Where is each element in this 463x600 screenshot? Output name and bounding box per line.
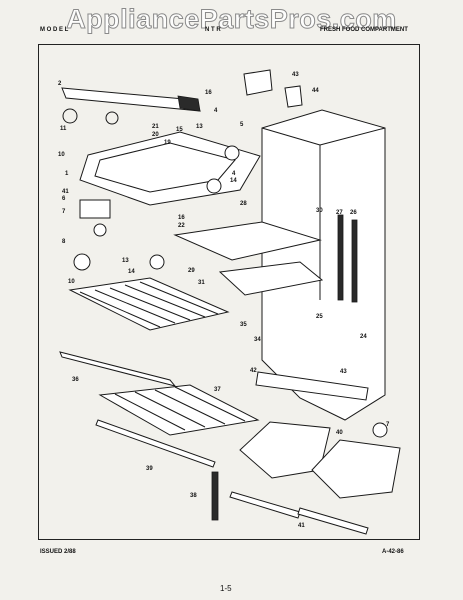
callout-12: 11 [60,126,67,132]
callout-27: 27 [336,210,343,216]
callout-1: 1 [65,171,69,177]
part-crisper-drawers [239,421,401,499]
part-knob [73,253,91,271]
callout-41: 42 [250,368,257,374]
callout-28: 28 [240,201,247,207]
issued-date: ISSUED 2/88 [40,549,76,555]
part-rod [211,471,219,521]
diagram-code: A-42-86 [382,549,404,555]
part-bracket [243,69,273,96]
callout-7b: 7 [386,422,390,428]
callout-32: 34 [254,337,261,343]
part-dial [149,254,165,270]
callout-36: 38 [190,493,197,499]
callout-8: 8 [62,239,66,245]
callout-19: 16 [178,215,185,221]
callout-22: 21 [152,124,159,130]
part-cover-strip [229,491,301,519]
callout-4b: 4 [232,171,236,177]
callout-14: 14 [128,269,135,275]
callout-40: 41 [62,189,69,195]
callout-11: 10 [58,152,65,158]
callout-6: 6 [62,196,66,202]
part-shelf-wire-left [68,277,230,331]
callout-4: 4 [214,108,218,114]
callout-33: 35 [240,322,247,328]
watermark-text: AppliancePartsPros.com [66,4,397,34]
callout-23: 22 [178,223,185,229]
part-cabinet [261,109,386,421]
part-control [93,223,107,237]
diagram-frame [38,44,420,540]
part-crisper-tray [218,261,324,296]
callout-31: 31 [198,280,205,286]
callout-5: 5 [240,122,244,128]
callout-39: 41 [298,523,305,529]
part-leveler [372,422,388,438]
part-fan [224,145,240,161]
callout-29: 29 [188,268,195,274]
part-motor [206,178,222,194]
callout-26: 26 [350,210,357,216]
header-title-left: N T R [205,27,221,33]
callout-34: 36 [72,377,79,383]
header-title-right: FRESH FOOD COMPARTMENT [320,27,408,33]
model-label: M O D E L [40,27,69,33]
callout-21: 20 [152,132,159,138]
callout-37: 39 [146,466,153,472]
callout-3: 16 [205,90,212,96]
callout-42: 43 [340,369,347,375]
callout-35: 37 [214,387,221,393]
part-hinge [284,85,303,108]
part-shelf-frame [95,419,216,468]
callout-43: 43 [292,72,299,78]
part-shelf-upper [173,221,322,261]
callout-13: 13 [122,258,129,264]
callout-38: 40 [336,430,343,436]
callout-10: 10 [68,279,75,285]
callout-24: 24 [360,334,367,340]
callout-17: 15 [176,127,183,133]
part-switch-box [79,199,111,219]
part-grille [255,371,369,401]
part-cover-strip-2 [297,507,369,535]
callout-25: 25 [316,314,323,320]
callout-20: 19 [164,140,171,146]
callout-30: 30 [316,208,323,214]
part-shelf-glass [98,384,260,436]
callout-16: 14 [230,178,237,184]
callout-7: 7 [62,209,66,215]
part-trim-strip [59,351,177,387]
callout-2: 2 [58,81,62,87]
page-number: 1-5 [220,584,232,593]
part-light-shield-bar [61,87,201,112]
callout-15: 13 [196,124,203,130]
callout-44: 44 [312,88,319,94]
